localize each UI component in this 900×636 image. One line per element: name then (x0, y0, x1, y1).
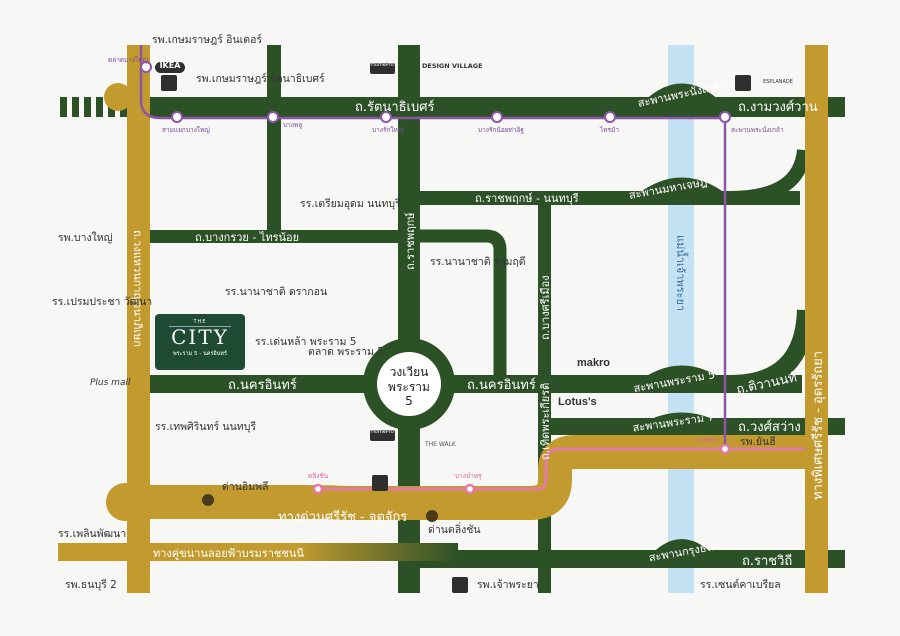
poi-yanhee: รพ.ยันฮี (740, 435, 776, 448)
poi-dennla: รร.เด่นหล้า พระราม 5 (255, 336, 356, 348)
poi-design-village: DESIGN VILLAGE (422, 62, 483, 70)
label-si-rat-udon-rattaya: ทางพิเศษศรีรัช - อุดรรัถยา (810, 351, 826, 500)
station-bang-rak-yai-marker[interactable] (380, 111, 392, 123)
shopping-mall-icon (735, 75, 751, 91)
label-bang-si-mueang: ถ.บางศรีเมือง (539, 275, 552, 340)
road-loop (420, 229, 507, 383)
road-ratchawithi (420, 550, 845, 568)
station-sai-ma-marker[interactable] (604, 111, 616, 123)
station-nang-klao-marker[interactable] (719, 111, 731, 123)
lotus-logo: Lotus's (558, 396, 597, 408)
station-bang-rak-noi: บางรักน้อยท่าอิฐ (478, 126, 524, 134)
poi-nanachat-ruamrudee: รร.นานาชาติ ร่วมฤดี (430, 255, 526, 268)
station-talad-bang-yai-marker[interactable] (140, 61, 152, 73)
label-bang-kruai-sai-noi: ถ.บางกรวย - ไทรน้อย (195, 231, 299, 244)
road-maha-jesada-curve (729, 149, 811, 205)
station-taling-chan-marker[interactable] (312, 483, 324, 495)
station-bang-phlu-marker[interactable] (267, 111, 279, 123)
station-bang-rak-noi-marker[interactable] (491, 111, 503, 123)
poi-prem-pracha: รร.เปรมประชา วัฒนา (52, 296, 152, 308)
label-nakhon-in-right: ถ.นครอินทร์ (467, 377, 536, 393)
road-ratchaphruek (398, 45, 420, 593)
station-taling-chan: ตลิ่งชัน (308, 471, 329, 480)
kanchanaphisek-junction (104, 83, 132, 111)
label-river: แม่น้ำเจ้าพระยา (674, 235, 689, 311)
label-borommaratchachonnani: ทางคู่ขนานลอยฟ้าบรมราชชนนี (153, 547, 304, 560)
road-kanchanaphisek (127, 45, 150, 593)
station-sam-yaek-bang-yai: สามแยกบางใหญ่ (162, 126, 210, 134)
station-sam-yaek-marker[interactable] (171, 111, 183, 123)
station-talad-bang-yai: ตลาดบางใหญ่ (108, 56, 148, 64)
poi-thonburi2: รพ.ธนบุรี 2 (65, 578, 117, 591)
poi-toll-impli: ด่านอิมพลี (222, 480, 268, 493)
station-bang-son-marker[interactable] (719, 443, 731, 455)
label-si-rat-chatuchak: ทางด่วนศรีรัช - จตุจักร (278, 509, 407, 525)
poi-chaophraya-hospital: รพ.เจ้าพระยา (477, 579, 539, 591)
poi-kasemrad-inter: รพ.เกษมราษฎร์ อินเตอร์ (152, 33, 262, 46)
ikea-logo: IKEA (155, 61, 185, 73)
project-name: CITY (169, 326, 231, 347)
makro-logo: makro (577, 357, 611, 369)
expressway-si-rat-chatuchak (125, 435, 828, 520)
label-roundabout-2: พระราม (388, 380, 430, 394)
poi-triam-udom: รร.เตรียมอุดม นนทบุรี (300, 197, 401, 210)
road-bang-kruai-sai-noi (150, 230, 402, 243)
label-nakhon-in-left: ถ.นครอินทร์ (228, 377, 297, 393)
bridge-rama5-arch (625, 365, 740, 393)
poi-talad-rama5: ตลาด พระราม 5 (308, 346, 384, 358)
project-subtitle: พระราม 5 - นครอินทร์ (173, 351, 227, 357)
station-bang-son: บางซ่อน (695, 436, 719, 444)
label-roundabout-1: วงเวียน (390, 365, 429, 379)
poi-toll-taling-chan: ด่านตลิ่งชัน (428, 522, 481, 536)
expressway-udon-rattaya (805, 45, 828, 593)
poi-thepsirin: รร.เทพศิรินทร์ นนทบุรี (155, 420, 256, 433)
chao-phraya-river (668, 45, 694, 593)
label-ratchaphruek-nonthaburi: ถ.ราชพฤกษ์ - นนทบุรี (475, 192, 579, 205)
station-bang-rak-yai: บางรักใหญ่ (372, 126, 404, 134)
poi-bang-yai-hospital: รพ.บางใหญ่ (58, 231, 113, 244)
homepro-logo: HomePro (370, 62, 395, 74)
project-the: THE (193, 319, 207, 325)
label-roundabout-3: 5 (405, 394, 413, 408)
shopping-mall-icon (372, 475, 388, 491)
label-ratchawithi: ถ.ราชวิถี (742, 553, 792, 569)
poi-plus-mall: Plus mall (90, 378, 131, 388)
station-nang-klao: สะพานพระนั่งเกล้า (731, 125, 784, 134)
bridge-nang-klao-arch (630, 83, 735, 117)
poi-nanachat-dragon: รร.นานาชาติ ดรากอน (225, 286, 327, 298)
poi-saint-gabriel: รร.เซนต์คาเบรียล (700, 578, 781, 591)
bridge-maha-jesada-arch (625, 177, 740, 205)
road-borommaratchachonnani (58, 543, 458, 561)
roundabout-center (377, 352, 441, 416)
the-city-project-marker[interactable]: THE CITY พระราม 5 - นครอินทร์ (155, 314, 245, 370)
label-rattanathibet: ถ.รัตนาธิเบศร์ (355, 99, 434, 115)
poi-kasemrad-rattanathibet: รพ.เกษมราษฎร์ รัตนาธิเบศร์ (196, 72, 325, 85)
label-ratchaphruek: ถ.ราชพฤกษ์ (404, 212, 417, 270)
shopping-mall-icon (161, 75, 177, 91)
purple-line (139, 45, 727, 448)
road-tiwanon-curve (729, 309, 815, 393)
station-bang-bamru: บางบำหรุ (455, 472, 482, 480)
label-wong-sawang: ถ.วงศ์สว่าง (738, 419, 801, 435)
road-north-connector (267, 45, 281, 240)
esplanade-logo: ESPLANADE (763, 79, 793, 85)
toll-icon (426, 510, 438, 522)
bridge-rama7-arch (625, 412, 740, 435)
homepro-logo-2: HomePro (370, 429, 395, 441)
station-bang-phlu: บางพลู (283, 121, 302, 129)
label-thoet-phra-kiat: ถ.เทิดพระเกียรติ (539, 383, 552, 460)
bridge-krung-thon-arch (640, 539, 725, 568)
poi-phloen-phatthana: รร.เพลินพัฒนา (58, 528, 126, 540)
station-bang-bamru-marker[interactable] (464, 483, 476, 495)
toll-icon (202, 494, 214, 506)
label-kanchanaphisek: ถ.วงแหวนกาญจนาภิเษก (131, 230, 144, 347)
label-ngamwongwan: ถ.งามวงศ์วาน (738, 99, 818, 115)
shopping-mall-icon (452, 577, 468, 593)
poi-the-walk: THE WALK (424, 441, 457, 448)
pink-line (318, 447, 805, 491)
station-sai-ma: ไทรม้า (599, 126, 619, 134)
